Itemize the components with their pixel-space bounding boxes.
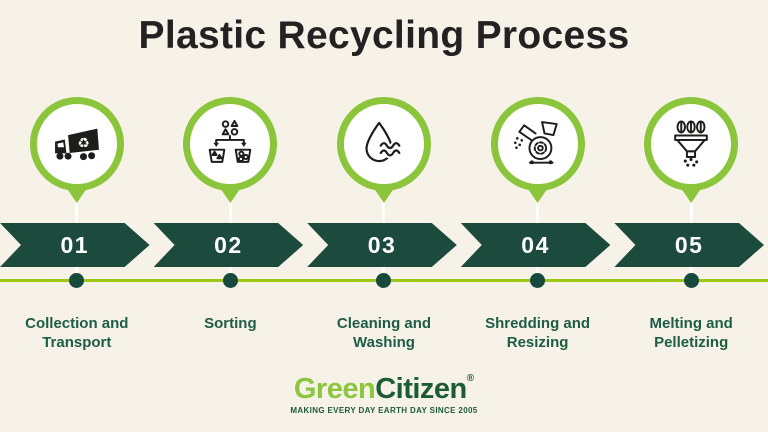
brand-logo: GreenCitizen® MAKING EVERY DAY EARTH DAY…: [0, 373, 768, 415]
shredder-icon: [513, 121, 558, 165]
step-arrow: 03: [307, 223, 457, 267]
step-cleaning: 03 Cleaning and Washing: [307, 0, 461, 432]
registered-trademark-icon: ®: [466, 373, 475, 384]
step-icon-bubble: ♻: [29, 97, 124, 191]
brand-name-dark: Citizen: [375, 373, 467, 405]
sorting-icon: [209, 119, 252, 163]
step-shredding: 04 Shredding and Resizing: [461, 0, 615, 432]
timeline-dot: [683, 273, 699, 288]
step-number: 03: [367, 231, 397, 258]
step-number: 02: [214, 231, 243, 258]
step-icon-bubble: [183, 97, 278, 191]
step-label: Cleaning and Washing: [336, 315, 432, 351]
step-melting: 05 Melting and Pelletizing: [614, 0, 768, 432]
step-icon-bubble: [336, 97, 431, 191]
funnel-icon: [674, 120, 708, 167]
step-icon-bubble: [644, 97, 739, 191]
timeline-dot: [530, 273, 546, 288]
step-label: Melting and Pelletizing: [649, 315, 733, 351]
step-sorting: 02 Sorting: [154, 0, 308, 432]
svg-text:♻: ♻: [77, 135, 89, 151]
water-drop-icon: [365, 121, 403, 163]
truck-icon: ♻: [54, 128, 99, 161]
step-number: 05: [674, 231, 704, 258]
brand-name-green: Green: [293, 373, 376, 405]
step-number: 01: [60, 231, 90, 258]
step-arrow: 01: [0, 223, 150, 267]
step-label: Sorting: [204, 315, 257, 332]
brand-name: GreenCitizen®: [0, 373, 768, 405]
step-label: Collection and Transport: [25, 315, 129, 351]
step-arrow: 02: [154, 223, 304, 267]
timeline-dot: [376, 273, 392, 288]
timeline-dot: [222, 273, 238, 288]
step-collection: ♻ 01 Collection and Transport: [0, 0, 154, 432]
page-title: Plastic Recycling Process: [138, 14, 630, 57]
step-label: Shredding and Resizing: [485, 315, 591, 351]
step-arrow: 04: [461, 223, 611, 267]
brand-tagline: MAKING EVERY DAY EARTH DAY SINCE 2005: [290, 406, 478, 415]
step-icon-bubble: [490, 97, 585, 191]
step-arrow: 05: [614, 223, 764, 267]
timeline-dot: [69, 273, 85, 288]
step-number: 04: [521, 231, 550, 258]
